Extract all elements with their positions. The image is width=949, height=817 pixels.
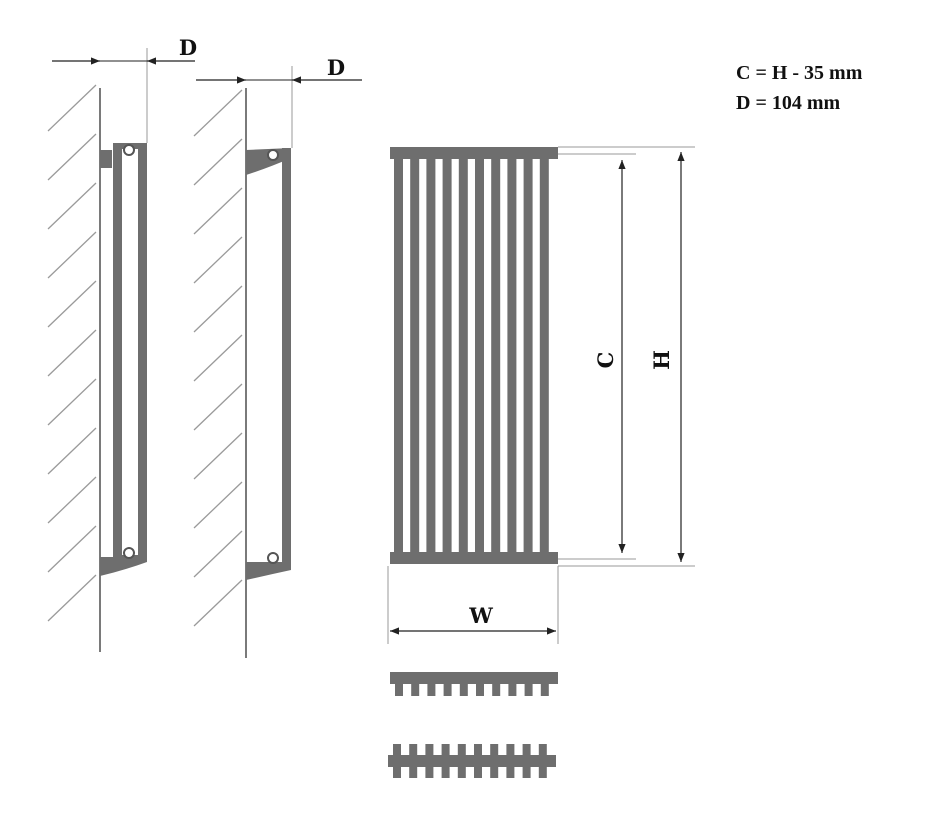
plan-view-bottom <box>388 744 556 778</box>
valve-top-right <box>267 149 279 161</box>
radiator-tube <box>523 147 533 564</box>
radiator-tube <box>539 147 549 564</box>
centres-label: C <box>593 352 618 369</box>
radiator-tube <box>426 147 436 564</box>
plan-tube-stub <box>474 744 482 755</box>
radiator-tube <box>458 147 468 564</box>
centres-dimension: C <box>593 160 626 553</box>
wall-hatching-left <box>47 84 97 622</box>
radiator-tube <box>442 147 452 564</box>
radiator-tube <box>475 147 484 564</box>
hatch-line <box>47 329 97 377</box>
vertical-tubes <box>394 147 549 564</box>
hatch-line <box>47 427 97 475</box>
hatch-line <box>193 89 243 137</box>
hatch-line <box>193 285 243 333</box>
plan-tube-stub <box>393 767 401 778</box>
plan-tube-stub <box>506 744 515 755</box>
radiator-side-right <box>246 148 291 580</box>
plan-tube-stub <box>425 767 434 778</box>
plan-tube-stub <box>441 744 450 755</box>
plan-tube-stub <box>409 744 418 755</box>
width-dimension: W <box>387 566 559 644</box>
hatch-line <box>47 182 97 230</box>
plan-tube-stub <box>538 767 547 778</box>
radiator-tube <box>410 147 420 564</box>
plan-tube-stub <box>393 744 401 755</box>
depth-dimension-left: D <box>52 35 197 143</box>
valve-bottom-left <box>123 547 135 559</box>
plan-tube-stub <box>441 767 450 778</box>
width-label: W <box>468 603 493 628</box>
plan-tube-stub <box>457 744 466 755</box>
formula-note: C = H - 35 mm <box>736 62 863 84</box>
hatch-line <box>193 187 243 235</box>
hatch-line <box>193 383 243 431</box>
plan-tube-stub <box>395 684 403 696</box>
wall-left <box>47 84 101 652</box>
hatch-line <box>193 579 243 627</box>
depth-label-right: D <box>327 55 345 80</box>
plan-tube-stub <box>427 684 436 696</box>
plan-tube-stub <box>524 684 533 696</box>
plan-tube-stub <box>425 744 434 755</box>
plan-tube-stub <box>492 684 501 696</box>
plan-tube-stub <box>409 767 418 778</box>
radiator-tube <box>491 147 501 564</box>
plan-tube-stub <box>490 767 499 778</box>
valve-bottom-right <box>267 552 279 564</box>
plan-tube-stub <box>443 684 452 696</box>
side-view-left: D <box>47 35 197 652</box>
hatch-line <box>193 334 243 382</box>
height-label: H <box>649 350 674 370</box>
hatch-line <box>47 280 97 328</box>
hatch-line <box>193 138 243 186</box>
plan-tube-stub <box>508 684 517 696</box>
hatch-line <box>193 481 243 529</box>
plan-tube-stub <box>411 684 420 696</box>
depth-value-note: D = 104 mm <box>736 92 841 114</box>
hatch-line <box>193 236 243 284</box>
plan-tube-stub <box>506 767 515 778</box>
depth-label-left: D <box>179 35 197 60</box>
plan-tube-stub <box>490 744 499 755</box>
radiator-tube <box>394 147 403 564</box>
plan-view-top <box>390 672 558 696</box>
plan-tube-stub <box>474 767 482 778</box>
hatch-line <box>193 432 243 480</box>
wall-hatching-right <box>193 89 243 627</box>
plan-tube-stub <box>476 684 484 696</box>
plan-tube-stub <box>540 684 549 696</box>
depth-dimension-right: D <box>196 55 362 148</box>
hatch-line <box>47 231 97 279</box>
hatch-line <box>193 530 243 578</box>
hatch-line <box>47 476 97 524</box>
hatch-line <box>47 84 97 132</box>
front-view: C H W <box>387 146 695 644</box>
height-dimension: H <box>649 152 685 562</box>
plan-tube-stub <box>459 684 468 696</box>
side-view-right: D <box>193 55 362 658</box>
hatch-line <box>47 525 97 573</box>
plan-tube-stub <box>522 744 531 755</box>
plan-tube-stub <box>457 767 466 778</box>
radiator-side-left <box>100 143 147 576</box>
plan-tube-stub <box>522 767 531 778</box>
radiator-tube <box>507 147 517 564</box>
hatch-line <box>47 378 97 426</box>
hatch-line <box>47 574 97 622</box>
wall-right <box>193 88 247 658</box>
valve-top-left <box>123 144 135 156</box>
plan-tube-stub <box>538 744 547 755</box>
hatch-line <box>47 133 97 181</box>
